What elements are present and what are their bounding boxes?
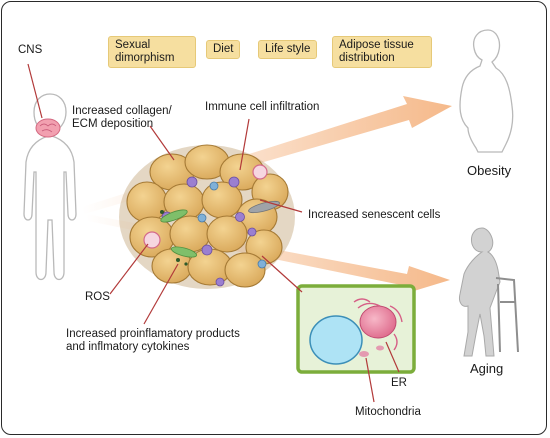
diagram-canvas: [23, 29, 519, 403]
adipocyte-cluster-icon: [119, 144, 295, 289]
factor-tag-adipose-distribution: Adipose tissue distribution: [332, 36, 432, 68]
factor-tag-diet: Diet: [206, 40, 241, 59]
proinflammatory-label: Increased proinflamatory products and in…: [66, 328, 240, 353]
factor-tag-sexual-dimorphism: Sexual dimorphism: [108, 36, 196, 68]
aging-label: Aging: [470, 361, 504, 376]
immune-label: Immune cell infiltration: [205, 101, 320, 113]
er-label: ER: [391, 377, 407, 389]
obesity-label: Obesity: [467, 163, 512, 178]
cns-connector: [27, 63, 43, 119]
cns-label: CNS: [18, 44, 43, 56]
factor-tag-life-style: Life style: [258, 40, 318, 59]
human-silhouette-icon: [23, 93, 77, 281]
mitochondria-label: Mitochondria: [355, 406, 421, 418]
collagen-label: Increased collagen/ ECM deposition: [72, 105, 172, 130]
obese-person-icon: [459, 29, 514, 153]
ros-label: ROS: [85, 291, 110, 303]
label-connectors: [109, 118, 400, 403]
senescent-label: Increased senescent cells: [308, 209, 441, 221]
cell-organelles-icon: [296, 284, 416, 374]
elderly-walker-icon: [459, 227, 519, 357]
brain-icon: [35, 118, 61, 138]
